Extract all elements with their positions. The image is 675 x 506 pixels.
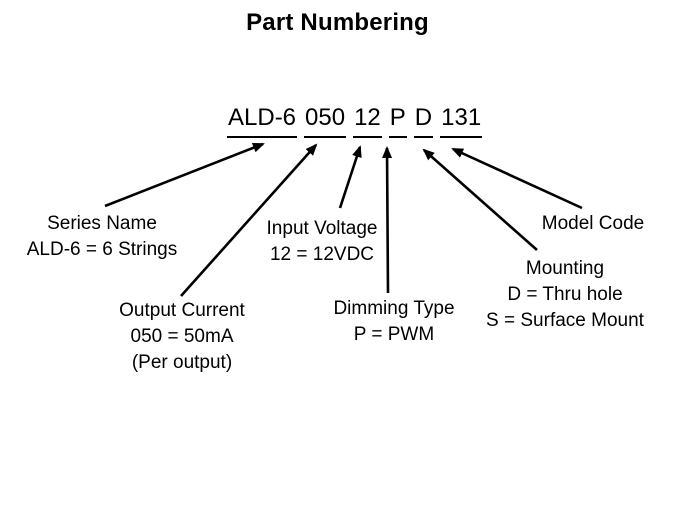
label-line: ALD-6 = 6 Strings (26, 239, 178, 260)
label-line: D = Thru hole (507, 284, 623, 305)
label-line: P = PWM (353, 324, 435, 345)
label-model-code: Model Code (513, 211, 673, 237)
label-series-name: Series Name ALD-6 = 6 Strings (7, 211, 197, 263)
part-number: ALD-6 050 12 P D 131 (227, 104, 483, 138)
part-segment-output-current: 050 (304, 104, 347, 138)
label-line: Dimming Type (333, 298, 455, 319)
label-line: 050 = 50mA (130, 326, 234, 347)
label-line: Input Voltage (266, 218, 378, 239)
label-input-voltage: Input Voltage 12 = 12VDC (242, 216, 402, 268)
label-mounting: Mounting D = Thru hole S = Surface Mount (475, 256, 655, 334)
part-segment-series: ALD-6 (227, 104, 298, 138)
label-line: 12 = 12VDC (269, 244, 375, 265)
label-line: Mounting (525, 258, 605, 279)
label-line: Output Current (119, 300, 245, 321)
arrow-input-voltage (338, 145, 362, 209)
label-line: Model Code (541, 213, 645, 234)
label-line: (Per output) (131, 352, 233, 373)
part-segment-input-voltage: 12 (353, 104, 382, 138)
label-dimming-type: Dimming Type P = PWM (314, 296, 474, 348)
part-segment-mounting: D (413, 104, 434, 138)
part-segment-model-code: 131 (440, 104, 483, 138)
label-line: S = Surface Mount (486, 310, 644, 331)
page-title: Part Numbering (246, 9, 429, 36)
part-segment-dimming-type: P (388, 104, 407, 138)
arrow-series-name (104, 142, 265, 208)
arrow-model-code (451, 147, 583, 210)
label-output-current: Output Current 050 = 50mA (Per output) (102, 298, 262, 376)
label-line: Series Name (47, 213, 157, 234)
